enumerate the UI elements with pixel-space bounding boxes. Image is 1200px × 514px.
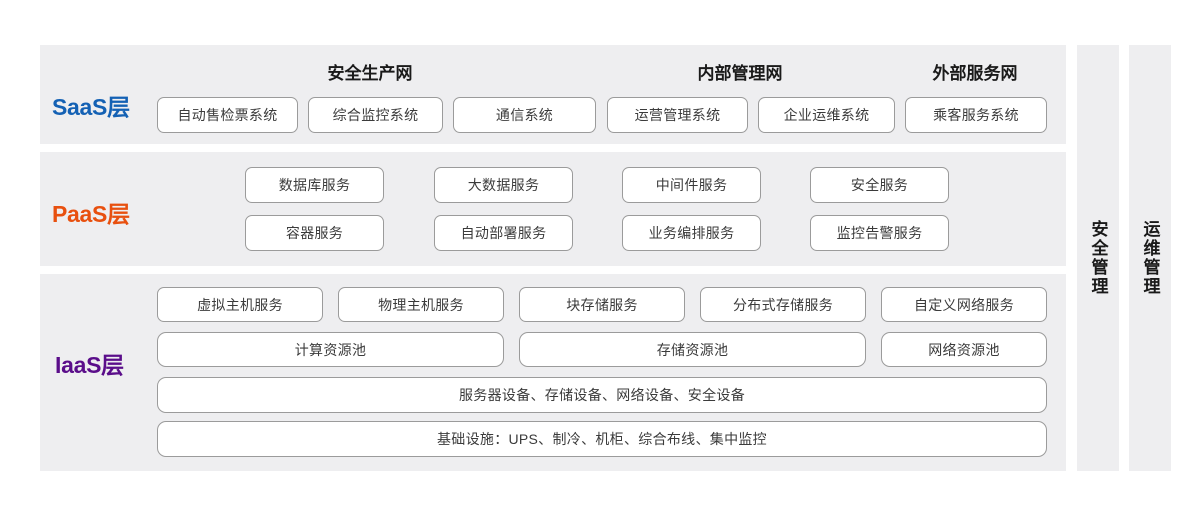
paas-layer-title: PaaS层 (52, 201, 130, 227)
saas-box-operation-management[interactable]: 运营管理系统 (607, 97, 748, 133)
saas-box-passenger-service[interactable]: 乘客服务系统 (905, 97, 1047, 133)
iaas-box-compute-resource-pool[interactable]: 计算资源池 (157, 332, 504, 367)
paas-box-container-service[interactable]: 容器服务 (245, 215, 384, 251)
network-label-external-service: 外部服务网 (932, 64, 1018, 83)
operations-management-panel: 运维管理 (1129, 45, 1171, 471)
saas-box-enterprise-ops[interactable]: 企业运维系统 (758, 97, 895, 133)
paas-box-orchestration-service[interactable]: 业务编排服务 (622, 215, 761, 251)
iaas-box-distributed-storage-service[interactable]: 分布式存储服务 (700, 287, 866, 322)
paas-box-bigdata-service[interactable]: 大数据服务 (434, 167, 573, 203)
iaas-box-custom-network-service[interactable]: 自定义网络服务 (881, 287, 1047, 322)
paas-box-monitor-alarm-service[interactable]: 监控告警服务 (810, 215, 949, 251)
operations-management-label: 运维管理 (1140, 220, 1160, 296)
security-management-label: 安全管理 (1088, 220, 1108, 296)
iaas-box-infrastructure[interactable]: 基础设施：UPS、制冷、机柜、综合布线、集中监控 (157, 421, 1047, 457)
iaas-box-virtual-host-service[interactable]: 虚拟主机服务 (157, 287, 323, 322)
iaas-box-block-storage-service[interactable]: 块存储服务 (519, 287, 685, 322)
iaas-box-storage-resource-pool[interactable]: 存储资源池 (519, 332, 866, 367)
paas-box-auto-deploy-service[interactable]: 自动部署服务 (434, 215, 573, 251)
iaas-box-physical-host-service[interactable]: 物理主机服务 (338, 287, 504, 322)
iaas-layer-title: IaaS层 (55, 352, 124, 378)
saas-box-integrated-supervision[interactable]: 综合监控系统 (308, 97, 443, 133)
paas-box-middleware-service[interactable]: 中间件服务 (622, 167, 761, 203)
network-label-safety-production: 安全生产网 (327, 64, 413, 83)
paas-box-database-service[interactable]: 数据库服务 (245, 167, 384, 203)
iaas-box-equipment[interactable]: 服务器设备、存储设备、网络设备、安全设备 (157, 377, 1047, 413)
iaas-box-network-resource-pool[interactable]: 网络资源池 (881, 332, 1047, 367)
paas-box-security-service[interactable]: 安全服务 (810, 167, 949, 203)
saas-layer-title: SaaS层 (52, 94, 130, 120)
security-management-panel: 安全管理 (1077, 45, 1119, 471)
saas-box-afc[interactable]: 自动售检票系统 (157, 97, 298, 133)
network-label-internal-management: 内部管理网 (697, 64, 783, 83)
saas-box-communication[interactable]: 通信系统 (453, 97, 596, 133)
